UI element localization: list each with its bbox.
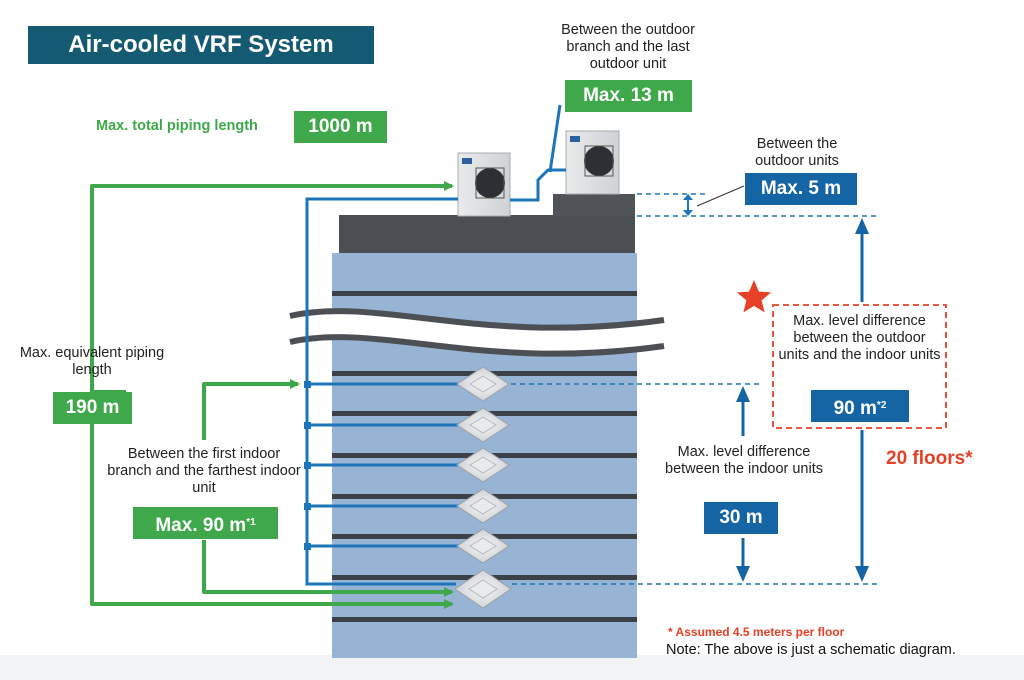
outdoor-units-value-badge: Max. 5 m xyxy=(745,173,857,205)
break-line-bottom xyxy=(289,334,665,357)
star-icon xyxy=(736,280,772,313)
total-piping-value-badge: 1000 m xyxy=(294,111,387,143)
branch-joints xyxy=(304,381,311,550)
cassette-indoor-unit-icon xyxy=(456,528,510,564)
outdoor-branch-description: Between the outdoor branch and the last … xyxy=(561,22,695,72)
footnote-marker-1: *1 xyxy=(246,517,256,528)
highlight-dashed-box xyxy=(772,304,947,429)
indoor-level-description: Max. level difference between the indoor… xyxy=(665,444,823,477)
equiv-length-bottom-arrow xyxy=(90,420,454,609)
first-indoor-branch-value-badge: Max. 90 m*1 xyxy=(133,507,278,539)
cassette-indoor-unit-icon xyxy=(456,366,510,402)
outdoor-unit-icon xyxy=(457,152,511,217)
cassette-indoor-unit-icon xyxy=(456,407,510,443)
outdoor-unit-icon xyxy=(565,130,620,195)
indoor-level-dimension xyxy=(736,386,750,582)
cassette-indoor-unit-icon xyxy=(456,447,510,483)
cassette-indoor-unit-icon xyxy=(454,569,512,609)
indoor-level-value-badge: 30 m xyxy=(704,502,778,534)
outdoor-unit-platform xyxy=(553,194,635,216)
total-piping-description: Max. total piping length xyxy=(96,118,258,134)
footnote-marker-2: *2 xyxy=(876,400,887,411)
equiv-piping-value-badge: 190 m xyxy=(53,392,132,424)
refrigerant-piping xyxy=(305,104,566,586)
break-band xyxy=(290,311,664,354)
outdoor-indoor-level-dimension xyxy=(855,218,869,582)
equiv-piping-description: Max. equivalent piping length xyxy=(19,345,165,378)
outdoor-units-dimension xyxy=(683,185,745,216)
roof xyxy=(339,215,635,253)
first-indoor-branch-description: Between the first indoor branch and the … xyxy=(107,446,301,496)
outdoor-branch-value-badge: Max. 13 m xyxy=(565,80,692,112)
floors-count: 20 floors* xyxy=(886,448,973,469)
page-title: Air-cooled VRF System xyxy=(28,26,374,64)
outdoor-indoor-level-description: Max. level difference between the outdoo… xyxy=(778,313,941,363)
break-line-top xyxy=(289,308,665,331)
first-indoor-branch-value: Max. 90 m xyxy=(155,515,247,536)
outdoor-indoor-level-value: 90 m xyxy=(833,398,877,419)
first-branch-bottom-arrow xyxy=(202,540,454,597)
level-reference-lines xyxy=(511,193,878,585)
bottom-band xyxy=(0,655,1024,680)
schematic-note: Note: The above is just a schematic diag… xyxy=(666,642,956,658)
cassette-indoor-unit-icon xyxy=(456,488,510,524)
first-branch-top-arrow xyxy=(202,379,300,440)
outdoor-indoor-level-value-badge: 90 m*2 xyxy=(811,390,909,422)
floor-height-footnote: * Assumed 4.5 meters per floor xyxy=(668,625,845,639)
outdoor-units-description: Between the outdoor units xyxy=(755,136,839,169)
